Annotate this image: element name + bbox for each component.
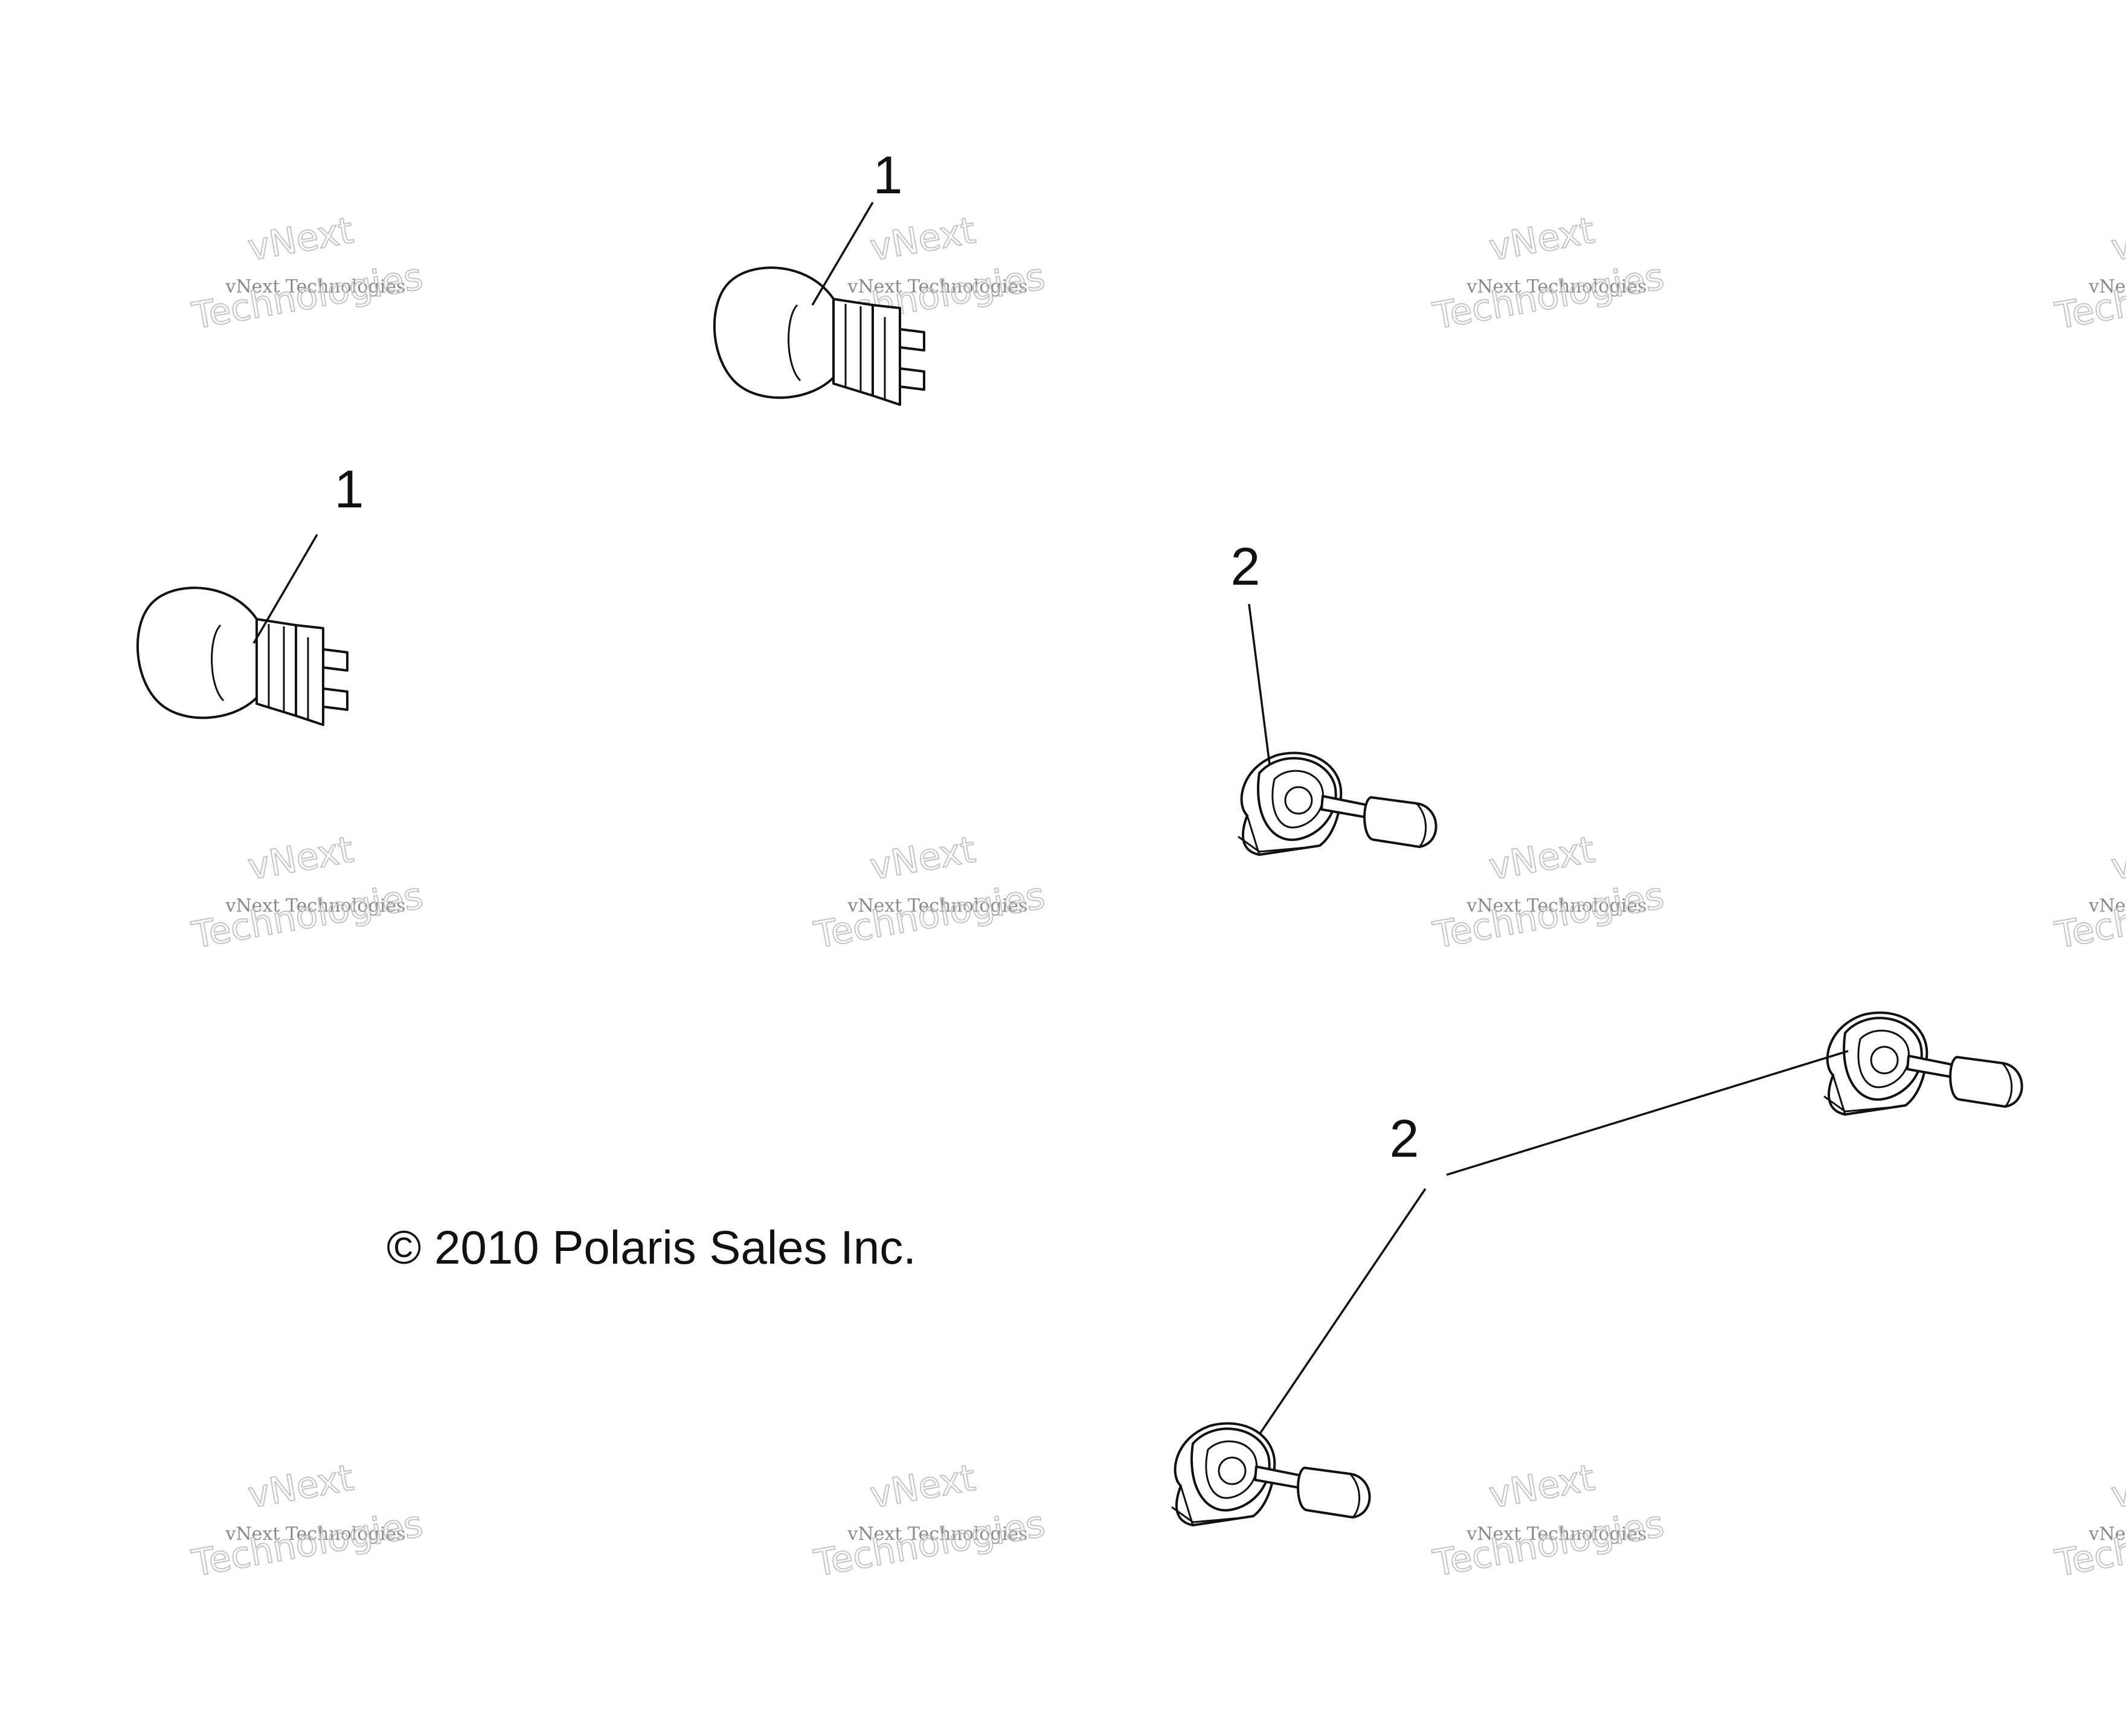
svg-text:vNext Technologies: vNext Technologies [847,895,1027,916]
svg-text:vNext Technologies: vNext Technologies [847,1523,1027,1545]
svg-text:vNext Technologies: vNext Technologies [2088,1523,2126,1545]
leader-line [811,202,874,306]
svg-text:vNext: vNext [1486,1457,1598,1517]
copyright-notice: © 2010 Polaris Sales Inc. [387,1221,916,1274]
svg-text:vNext: vNext [245,829,356,889]
svg-text:vNext Technologies: vNext Technologies [1466,1523,1646,1545]
svg-text:vNext Technologies: vNext Technologies [225,276,405,297]
headlight-bulb-icon [1237,751,1437,856]
svg-text:vNext: vNext [1486,829,1598,889]
svg-text:vNext Technologies: vNext Technologies [2088,276,2126,297]
leader-line [1258,1188,1427,1435]
leader-line [252,534,318,644]
svg-text:Technologies: Technologies [811,875,1048,957]
svg-text:vNext: vNext [2108,210,2126,269]
svg-text:vNext Technologies: vNext Technologies [847,276,1027,297]
svg-text:vNext: vNext [867,210,978,269]
svg-text:vNext: vNext [2108,1457,2126,1517]
svg-text:vNext Technologies: vNext Technologies [225,895,405,916]
svg-text:vNext Technologies: vNext Technologies [2088,895,2126,916]
svg-text:Technologies: Technologies [1430,256,1667,338]
leader-line [1248,603,1271,765]
headlight-bulb-icon [1171,1422,1371,1526]
svg-text:vNext Technologies: vNext Technologies [1466,895,1646,916]
callout-number: 2 [1231,536,1261,596]
wedge-bulb-icon [136,587,348,726]
svg-text:Technologies: Technologies [811,1503,1048,1585]
headlight-bulb-icon [1823,1011,2023,1116]
watermark-grid: vNext vNext Technologies Technologies vN… [188,209,2126,1586]
svg-text:Technologies: Technologies [188,1503,426,1585]
svg-text:vNext: vNext [867,829,978,889]
svg-text:Technologies: Technologies [188,875,426,957]
svg-text:vNext Technologies: vNext Technologies [225,1523,405,1545]
leader-line [1446,1050,1849,1176]
svg-text:Technologies: Technologies [188,256,426,338]
callout-number: 1 [335,459,364,519]
svg-text:vNext: vNext [867,1457,978,1517]
callout-number: 2 [1390,1108,1419,1168]
svg-text:Technologies: Technologies [1430,875,1667,957]
svg-text:vNext: vNext [2108,829,2126,889]
callout-number: 1 [873,145,903,205]
svg-text:vNext Technologies: vNext Technologies [1466,276,1646,297]
svg-text:vNext: vNext [245,1457,356,1517]
svg-text:Technologies: Technologies [1430,1503,1667,1585]
svg-text:vNext: vNext [1486,210,1598,269]
svg-text:vNext: vNext [245,210,356,269]
